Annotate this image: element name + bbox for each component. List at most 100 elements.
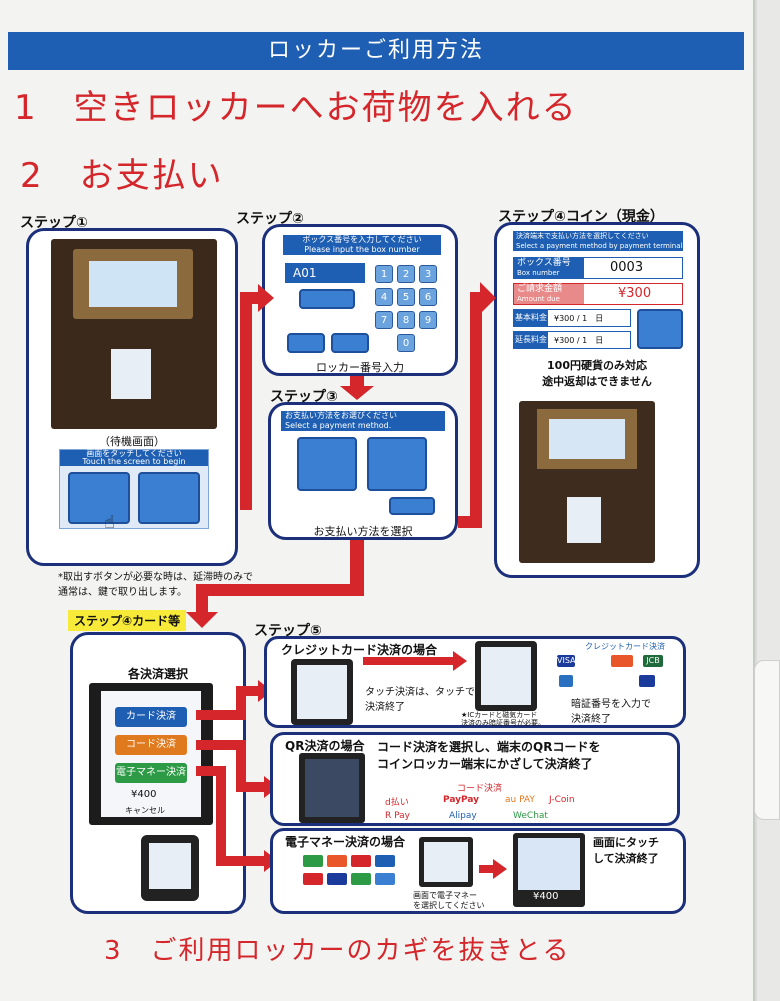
payment-terminal-device bbox=[141, 835, 199, 901]
page-title: ロッカーご利用方法 bbox=[8, 32, 744, 70]
credit-arrow bbox=[363, 657, 453, 665]
d-barai-logo: d払い bbox=[385, 798, 409, 808]
jcb-logo: JCB bbox=[643, 655, 663, 667]
base-fee-rate: ¥300 / 1 日 bbox=[554, 314, 604, 323]
flow-arrowhead-4 bbox=[186, 612, 218, 628]
visa-logo: VISA bbox=[557, 655, 576, 667]
menu-arrow-2 bbox=[196, 740, 246, 750]
payment-select-screen: カード決済 コード決済 電子マネー決済 ¥400 キャンセル bbox=[89, 683, 213, 825]
confirm-button bbox=[287, 333, 325, 353]
step-2-heading: 2 お支払い bbox=[20, 156, 224, 196]
kitaca-logo bbox=[351, 873, 371, 885]
menu-code-payment: コード決済 bbox=[115, 735, 187, 755]
step-1-heading: 1 空きロッカーへお荷物を入れる bbox=[14, 88, 578, 128]
qr-brand-title: コード決済 bbox=[457, 784, 503, 794]
amount-value: ¥300 bbox=[618, 286, 652, 301]
alipay-logo: Alipay bbox=[449, 811, 477, 821]
flow-arrow-1 bbox=[240, 300, 252, 510]
mastercard-logo bbox=[611, 655, 633, 667]
step2-panel: ボックス番号を入力してください Please input the box num… bbox=[262, 224, 458, 376]
key-5: 5 bbox=[397, 288, 415, 306]
qr-terminal-image bbox=[299, 753, 365, 823]
box-number-value: 0003 bbox=[610, 260, 644, 275]
coin-payment-tile bbox=[367, 437, 427, 491]
touch-prompt-jp: 画面をタッチしてください bbox=[86, 449, 182, 458]
emoney-select-text: 画面で電子マネー を選択してください bbox=[413, 891, 485, 910]
step2-prompt-en: Please input the box number bbox=[304, 245, 420, 254]
amount-label-en: Amount due bbox=[517, 295, 560, 303]
key-3: 3 bbox=[419, 265, 437, 283]
payment-select-label: 各決済選択 bbox=[127, 667, 188, 681]
credit-title: クレジットカード決済の場合 bbox=[281, 643, 438, 657]
flow-arrowhead-2 bbox=[340, 386, 374, 400]
step4-coin-label: ステップ④コイン（現金） bbox=[498, 209, 664, 225]
step5-label: ステップ⑤ bbox=[254, 623, 322, 639]
credit-brand-title: クレジットカード決済 bbox=[585, 642, 665, 651]
coin-note-2: 途中返却はできません bbox=[542, 375, 652, 388]
credit-touch-text: タッチ決済は、タッチで 決済終了 bbox=[365, 687, 475, 713]
au-pay-logo: au PAY bbox=[505, 795, 535, 805]
flow-arrow-2 bbox=[350, 376, 364, 388]
step3-prompt-en: Select a payment method. bbox=[285, 421, 392, 430]
key-1: 1 bbox=[375, 265, 393, 283]
menu-arrow-2b bbox=[236, 740, 246, 790]
flow-arrow-1b bbox=[240, 292, 260, 304]
amount-label: ご請求金額 bbox=[517, 284, 563, 294]
credit-ic-note: ★ICカードと磁気カード 決済のみ暗証番号が必要。 bbox=[461, 711, 545, 727]
flow-arrowhead-3 bbox=[480, 282, 496, 314]
amount-due-row: ご請求金額 Amount due ¥300 bbox=[513, 283, 683, 305]
flow-arrow-4c bbox=[196, 584, 208, 618]
key-6: 6 bbox=[419, 288, 437, 306]
step3-caption: お支払い方法を選択 bbox=[313, 525, 413, 538]
credit-arrowhead bbox=[453, 651, 467, 671]
credit-terminal-image-2 bbox=[475, 641, 537, 711]
locker-door-handle bbox=[754, 660, 780, 820]
suica-logo bbox=[303, 855, 323, 867]
menu-arrow-1 bbox=[196, 710, 246, 720]
emoney-arrow bbox=[479, 865, 495, 873]
credit-panel: クレジットカード決済の場合 タッチ決済は、タッチで 決済終了 ★ICカードと磁気… bbox=[264, 636, 686, 728]
step2-header: ボックス番号を入力してください Please input the box num… bbox=[283, 235, 441, 255]
waon-logo bbox=[375, 855, 395, 867]
deposit-button bbox=[68, 472, 130, 524]
emoney-panel: 電子マネー決済の場合 画面で電子マネー を選択してください ¥400 画面にタッ… bbox=[270, 828, 686, 914]
key-0: 0 bbox=[397, 334, 415, 352]
hand-pointer-icon: ☝ bbox=[104, 512, 115, 533]
diners-logo bbox=[639, 675, 655, 687]
step3-prompt-jp: お支払い方法をお選びください bbox=[285, 411, 397, 420]
icoca-logo bbox=[375, 873, 395, 885]
key-7: 7 bbox=[375, 311, 393, 329]
credit-pin-text: 暗証番号を入力で 決済終了 bbox=[571, 699, 651, 725]
menu-cancel: キャンセル bbox=[125, 806, 165, 815]
emoney-title: 電子マネー決済の場合 bbox=[285, 835, 406, 849]
touch-prompt-en: Touch the screen to begin bbox=[82, 457, 186, 466]
step3-label: ステップ③ bbox=[270, 389, 338, 405]
back-button bbox=[331, 333, 369, 353]
step1-panel: （待機画面） 画面をタッチしてください Touch the screen to … bbox=[26, 228, 238, 566]
emoney-price: ¥400 bbox=[533, 891, 559, 902]
extra-fee-row: 延長料金 ¥300 / 1 日 bbox=[513, 331, 631, 349]
pasmo-logo bbox=[327, 855, 347, 867]
menu-arrow-1c bbox=[236, 686, 260, 696]
emoney-arrowhead bbox=[493, 859, 507, 879]
box-number-row: ボックス番号 Box number 0003 bbox=[513, 257, 683, 279]
emoney-touch-text: 画面にタッチ して決済終了 bbox=[593, 836, 659, 865]
j-coin-logo: J-Coin bbox=[549, 795, 575, 805]
id-logo bbox=[303, 873, 323, 885]
key-4: 4 bbox=[375, 288, 393, 306]
menu-arrow-3c bbox=[216, 856, 266, 866]
flow-arrowhead-1 bbox=[258, 284, 274, 312]
locker-wall bbox=[757, 0, 780, 1001]
r-pay-logo: R Pay bbox=[385, 811, 410, 821]
locker-terminal-photo bbox=[51, 239, 217, 429]
menu-arrow-2c bbox=[236, 782, 266, 792]
wechat-pay-logo: WeChat bbox=[513, 811, 548, 821]
amex-logo bbox=[559, 675, 573, 687]
base-fee-row: 基本料金 ¥300 / 1 日 bbox=[513, 309, 631, 327]
step1-note: *取出すボタンが必要な時は、延滞時のみで 通常は、鍵で取り出します。 bbox=[58, 572, 253, 598]
flow-arrow-4b bbox=[196, 584, 364, 596]
step4-coin-panel: 決済端末で支払い方法を選択してください Select a payment met… bbox=[494, 222, 700, 578]
step4-card-panel: 各決済選択 カード決済 コード決済 電子マネー決済 ¥400 キャンセル bbox=[70, 632, 246, 914]
standby-caption: （待機画面） bbox=[99, 435, 165, 448]
coin-prompt-en: Select a payment method by payment termi… bbox=[516, 242, 683, 250]
